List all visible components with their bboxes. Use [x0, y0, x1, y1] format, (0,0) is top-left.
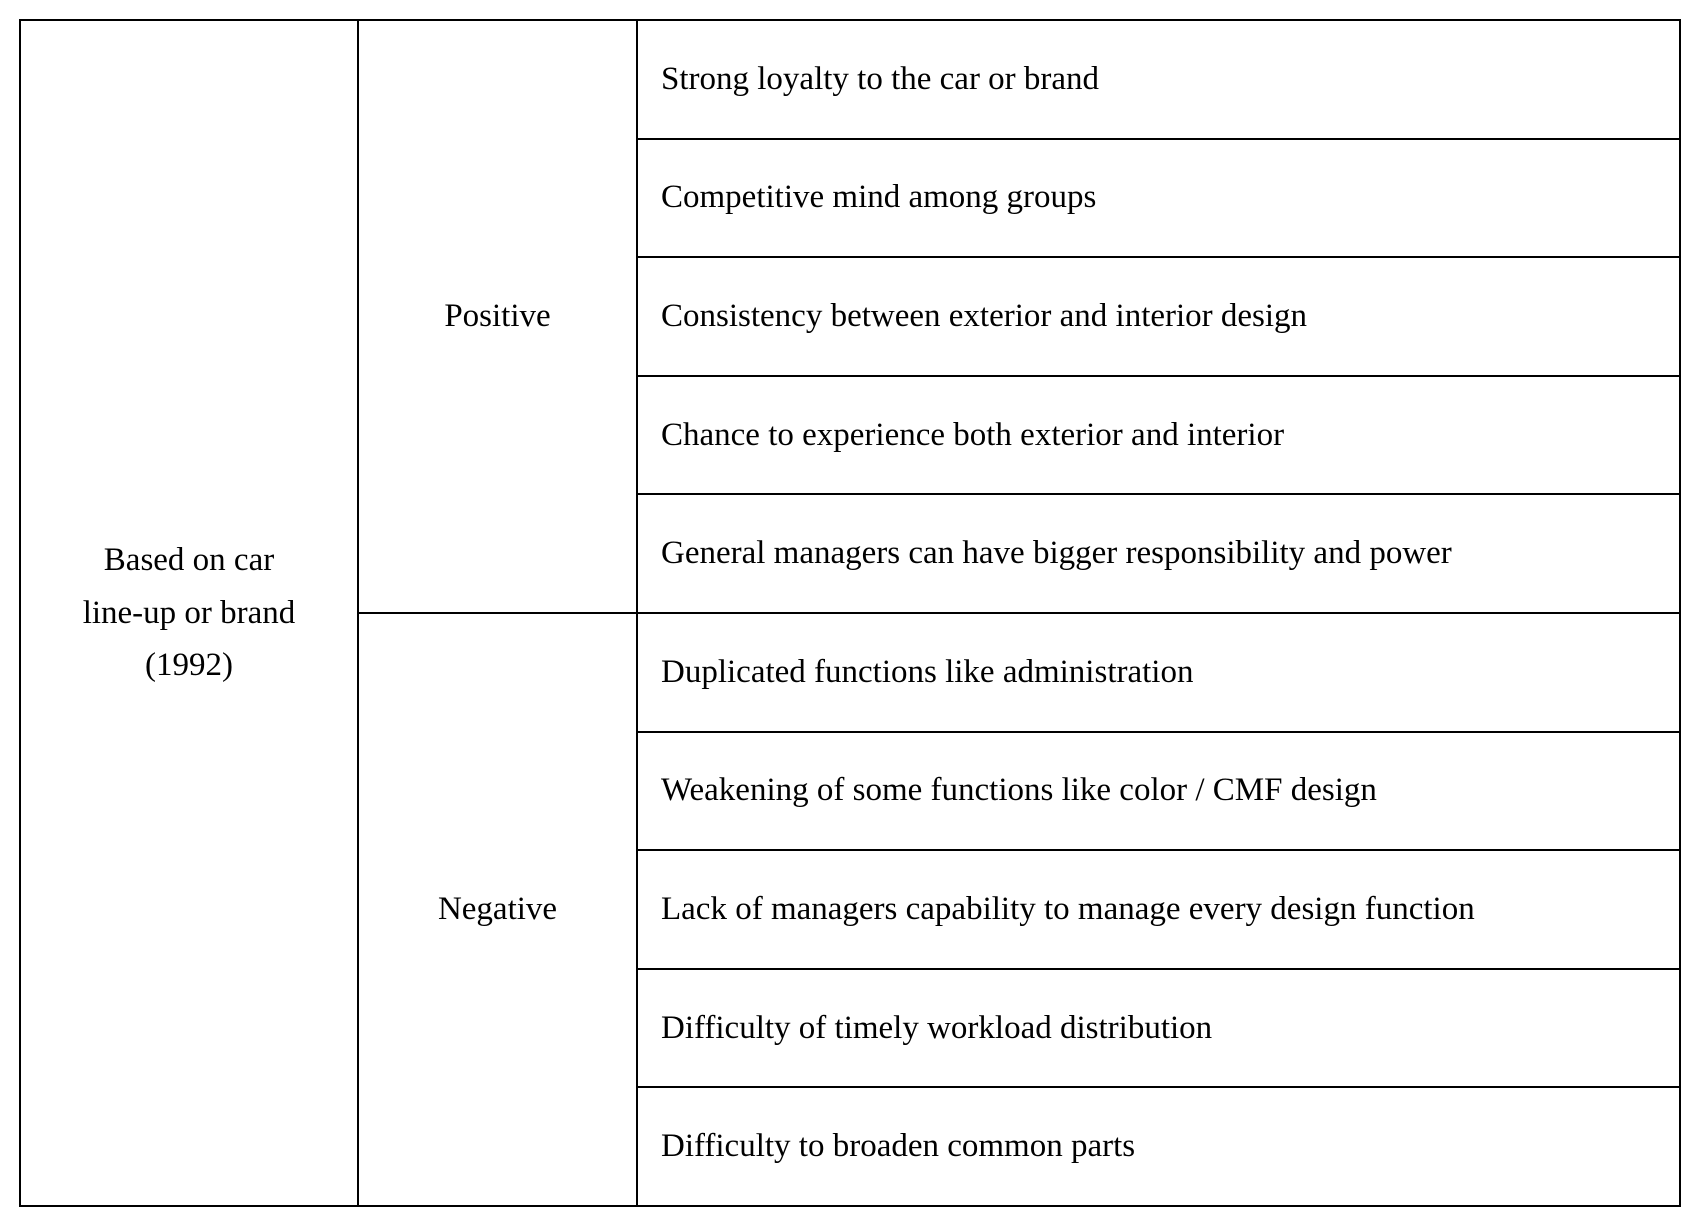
- table-cell-item: Consistency between exterior and interio…: [636, 256, 1681, 377]
- group-label-positive: Positive: [357, 19, 638, 614]
- table-cell-item: Weakening of some functions like color /…: [636, 730, 1681, 852]
- table-cell-item: Difficulty of timely workload distributi…: [636, 967, 1681, 1089]
- table-row: Based on car line-up or brand (1992) Pos…: [19, 19, 1681, 1207]
- table-row: Lack of managers capability to manage ev…: [20, 849, 1681, 970]
- table-cell-item: General managers can have bigger respons…: [636, 493, 1681, 614]
- table-cell-item: Difficulty to broaden common parts: [636, 1086, 1681, 1207]
- table-cell-item: Duplicated functions like administration: [636, 611, 1681, 733]
- table-row: Chance to experience both exterior and i…: [20, 374, 1681, 496]
- table-row: General managers can have bigger respons…: [20, 493, 1681, 614]
- table-cell-item: Lack of managers capability to manage ev…: [636, 849, 1681, 970]
- table-row: Competitive mind among groups: [20, 137, 1681, 259]
- table-row: Negative Duplicated functions like admin…: [20, 611, 1681, 1208]
- table-cell-item: Competitive mind among groups: [636, 137, 1681, 259]
- category-line-2: line-up or brand: [82, 594, 296, 631]
- evaluation-table: Based on car line-up or brand (1992) Pos…: [19, 19, 1681, 1208]
- table-row: Weakening of some functions like color /…: [20, 730, 1681, 852]
- category-cell: Based on car line-up or brand (1992): [19, 19, 359, 1207]
- table-row: Consistency between exterior and interio…: [20, 256, 1681, 377]
- table-cell-item: Strong loyalty to the car or brand: [636, 19, 1681, 140]
- table-row: Difficulty of timely workload distributi…: [20, 967, 1681, 1089]
- category-line-3: (1992): [145, 647, 233, 684]
- table-row: Difficulty to broaden common parts: [20, 1086, 1681, 1207]
- category-line-1: Based on car: [103, 541, 275, 578]
- table-cell-item: Chance to experience both exterior and i…: [636, 374, 1681, 496]
- group-label-negative: Negative: [357, 611, 638, 1208]
